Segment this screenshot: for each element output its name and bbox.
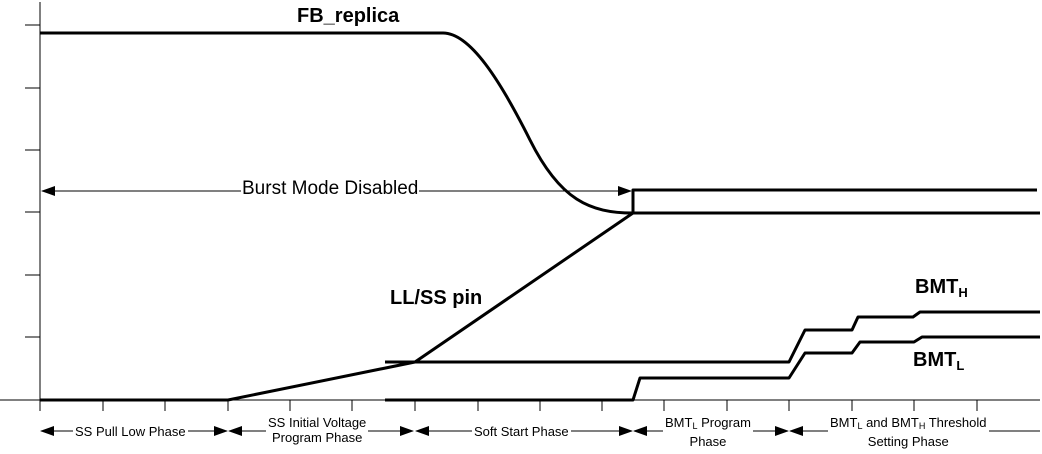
p5-a: BMT <box>830 415 858 430</box>
phase-2-line2: Program Phase <box>271 430 363 445</box>
p4-b: Program <box>697 415 751 430</box>
p4-a: BMT <box>665 415 693 430</box>
bmt-h-label: BMTH <box>915 276 968 300</box>
ll-ss-pin-label: LL/SS pin <box>390 287 483 309</box>
fb-replica-label: FB_replica <box>297 5 400 27</box>
p5-line2: Setting Phase <box>867 434 949 449</box>
burst-mode-label: Burst Mode Disabled <box>241 178 420 200</box>
bmt-l-sub: L <box>956 358 965 373</box>
bmt-h-sub: H <box>958 285 968 300</box>
phase-soft-start: Soft Start Phase <box>472 424 571 439</box>
p5-c: Threshold <box>925 415 987 430</box>
p5-b: and BMT <box>862 415 919 430</box>
bmt-l-base: BMT <box>913 349 957 371</box>
fb-upper-trace <box>631 188 1037 213</box>
bmt-h-trace <box>385 310 1040 364</box>
fb-replica-trace <box>40 31 1040 215</box>
y-axis <box>25 2 41 400</box>
p5-sub2: H <box>918 421 926 431</box>
p4-sub: L <box>692 421 698 431</box>
bmt-h-base: BMT <box>915 276 959 298</box>
p5-sub1: L <box>857 421 863 431</box>
phase-2-line1: SS Initial Voltage <box>268 415 367 430</box>
bmt-l-label: BMTL <box>913 349 964 373</box>
bmt-l-trace <box>385 335 1040 402</box>
p4-line2: Phase <box>689 434 727 449</box>
phase-ss-pull-low: SS Pull Low Phase <box>73 424 188 439</box>
ll-ss-pin-trace <box>40 211 634 402</box>
x-axis <box>0 399 1040 411</box>
